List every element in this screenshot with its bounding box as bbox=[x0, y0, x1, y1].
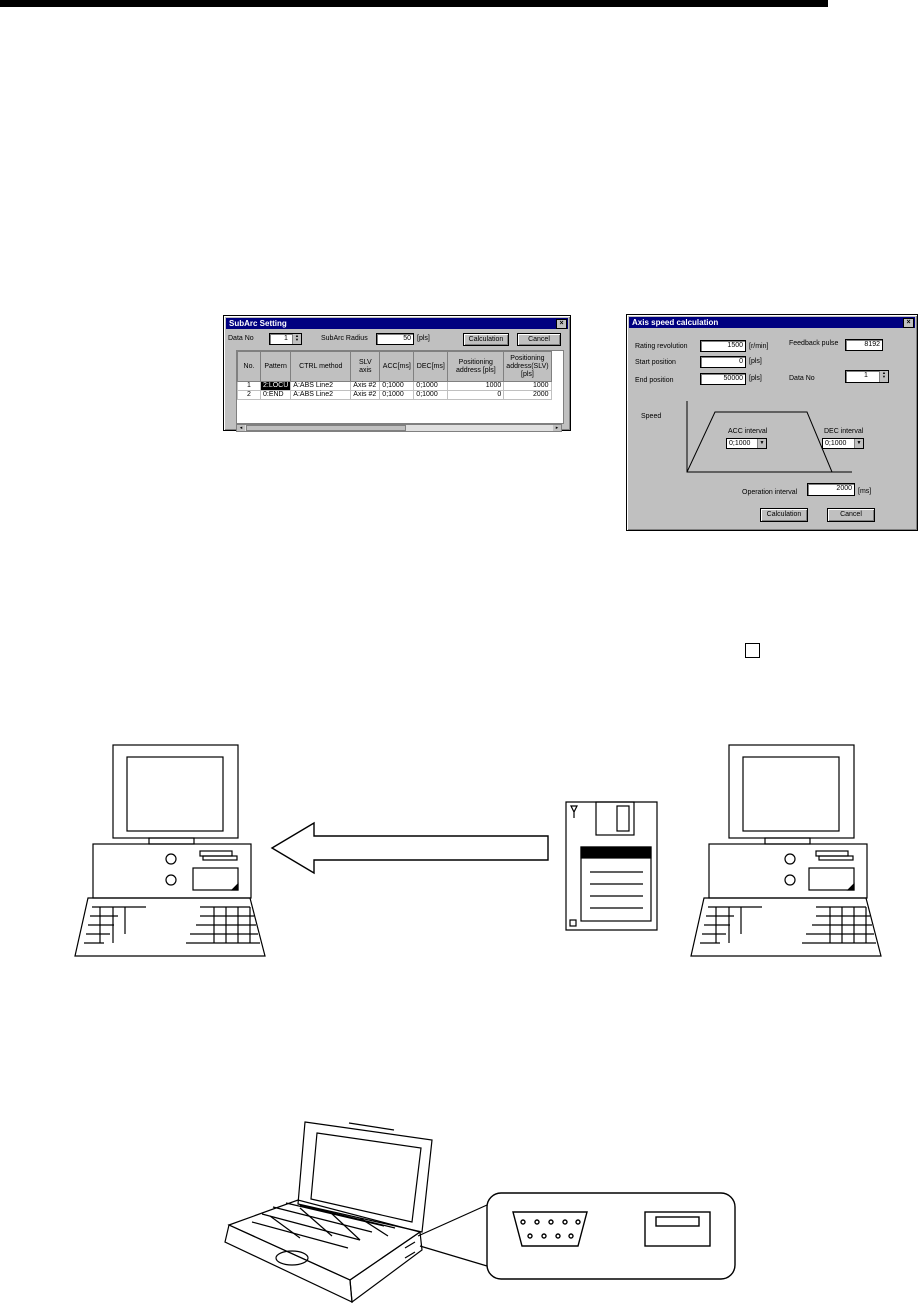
start-field[interactable]: 0 bbox=[700, 356, 746, 368]
radius-label: SubArc Radius bbox=[321, 335, 368, 342]
column-header: No. bbox=[237, 351, 261, 382]
speed-profile-diagram bbox=[686, 401, 852, 473]
floppy-disk-icon bbox=[565, 801, 658, 931]
table-cell[interactable]: 0:END bbox=[259, 390, 292, 400]
desktop-computer-left bbox=[74, 744, 266, 957]
speed-trapezoid bbox=[686, 411, 833, 473]
data-no-field[interactable]: 1 ▲▼ bbox=[845, 370, 889, 383]
operation-interval-label: Operation interval bbox=[742, 489, 798, 496]
start-label: Start position bbox=[635, 359, 676, 366]
rating-unit: [r/min] bbox=[749, 343, 769, 350]
acc-interval-select[interactable]: 0;1000 ▼ bbox=[726, 438, 767, 449]
table-row[interactable]: 2 0:END A:ABS Line2 Axis #2 0;1000 0;100… bbox=[237, 390, 552, 400]
ports-callout bbox=[486, 1192, 736, 1280]
feedback-field[interactable]: 8192 bbox=[845, 339, 883, 351]
cancel-button[interactable]: Cancel bbox=[827, 508, 875, 522]
radius-field[interactable]: 50 bbox=[376, 333, 414, 345]
transfer-arrow bbox=[270, 821, 549, 875]
table-header-row: No. Pattern CTRL method SLV axis ACC[ms]… bbox=[237, 351, 552, 382]
small-box-icon bbox=[745, 643, 760, 658]
subarc-setting-dialog: SubArc Setting × Data No 1 ▲▼ SubArc Rad… bbox=[223, 315, 571, 432]
usb-port-icon bbox=[644, 1211, 711, 1247]
column-header: ACC[ms] bbox=[379, 351, 415, 382]
end-unit: [pls] bbox=[749, 375, 762, 382]
operation-interval-unit: [ms] bbox=[858, 488, 872, 495]
page-header-rule bbox=[0, 0, 828, 7]
column-header: Positioning address [pls] bbox=[447, 351, 505, 382]
feedback-label: Feedback pulse bbox=[789, 340, 839, 347]
spin-arrows-icon[interactable]: ▲▼ bbox=[879, 371, 888, 382]
positioning-table: No. Pattern CTRL method SLV axis ACC[ms]… bbox=[236, 350, 564, 424]
column-header: Pattern bbox=[259, 351, 292, 382]
scroll-left-icon[interactable]: ◂ bbox=[237, 425, 245, 431]
table-row[interactable]: 1 2:LOCU A:ABS Line2 Axis #2 0;1000 0;10… bbox=[237, 381, 552, 391]
horizontal-scrollbar[interactable]: ◂ ▸ bbox=[236, 424, 562, 432]
acc-interval-label: ACC interval bbox=[728, 428, 768, 435]
chevron-down-icon[interactable]: ▼ bbox=[854, 439, 863, 448]
chevron-down-icon[interactable]: ▼ bbox=[757, 439, 766, 448]
radius-unit: [pls] bbox=[417, 335, 430, 342]
calculation-button[interactable]: Calculation bbox=[760, 508, 808, 522]
close-icon[interactable]: × bbox=[556, 319, 567, 329]
axis-speed-dialog: Axis speed calculation × Rating revoluti… bbox=[626, 314, 918, 531]
scrollbar-thumb[interactable] bbox=[246, 425, 406, 431]
dec-interval-label: DEC interval bbox=[824, 428, 864, 435]
rating-label: Rating revolution bbox=[635, 343, 688, 350]
serial-port-icon bbox=[512, 1211, 588, 1247]
data-no-label: Data No bbox=[228, 335, 254, 342]
table-cell[interactable]: 2000 bbox=[503, 390, 552, 400]
spin-arrows-icon[interactable]: ▲▼ bbox=[292, 334, 301, 344]
end-field[interactable]: 50000 bbox=[700, 373, 746, 385]
column-header: SLV axis bbox=[350, 351, 381, 382]
end-label: End position bbox=[635, 377, 674, 384]
operation-interval-field[interactable]: 2000 bbox=[807, 483, 855, 496]
close-icon[interactable]: × bbox=[903, 318, 914, 328]
data-no-field[interactable]: 1 ▲▼ bbox=[269, 333, 302, 345]
dec-interval-select[interactable]: 0;1000 ▼ bbox=[822, 438, 864, 449]
scroll-right-icon[interactable]: ▸ bbox=[553, 425, 561, 431]
laptop-illustration bbox=[224, 1121, 488, 1304]
dialog-title: SubArc Setting bbox=[226, 318, 568, 329]
cancel-button[interactable]: Cancel bbox=[517, 333, 561, 346]
calculation-button[interactable]: Calculation bbox=[463, 333, 509, 346]
dialog-title: Axis speed calculation bbox=[629, 317, 915, 328]
speed-label: Speed bbox=[641, 413, 662, 420]
data-no-label: Data No bbox=[789, 375, 815, 382]
rating-field[interactable]: 1500 bbox=[700, 340, 746, 352]
desktop-computer-right bbox=[690, 744, 882, 957]
start-unit: [pls] bbox=[749, 358, 762, 365]
